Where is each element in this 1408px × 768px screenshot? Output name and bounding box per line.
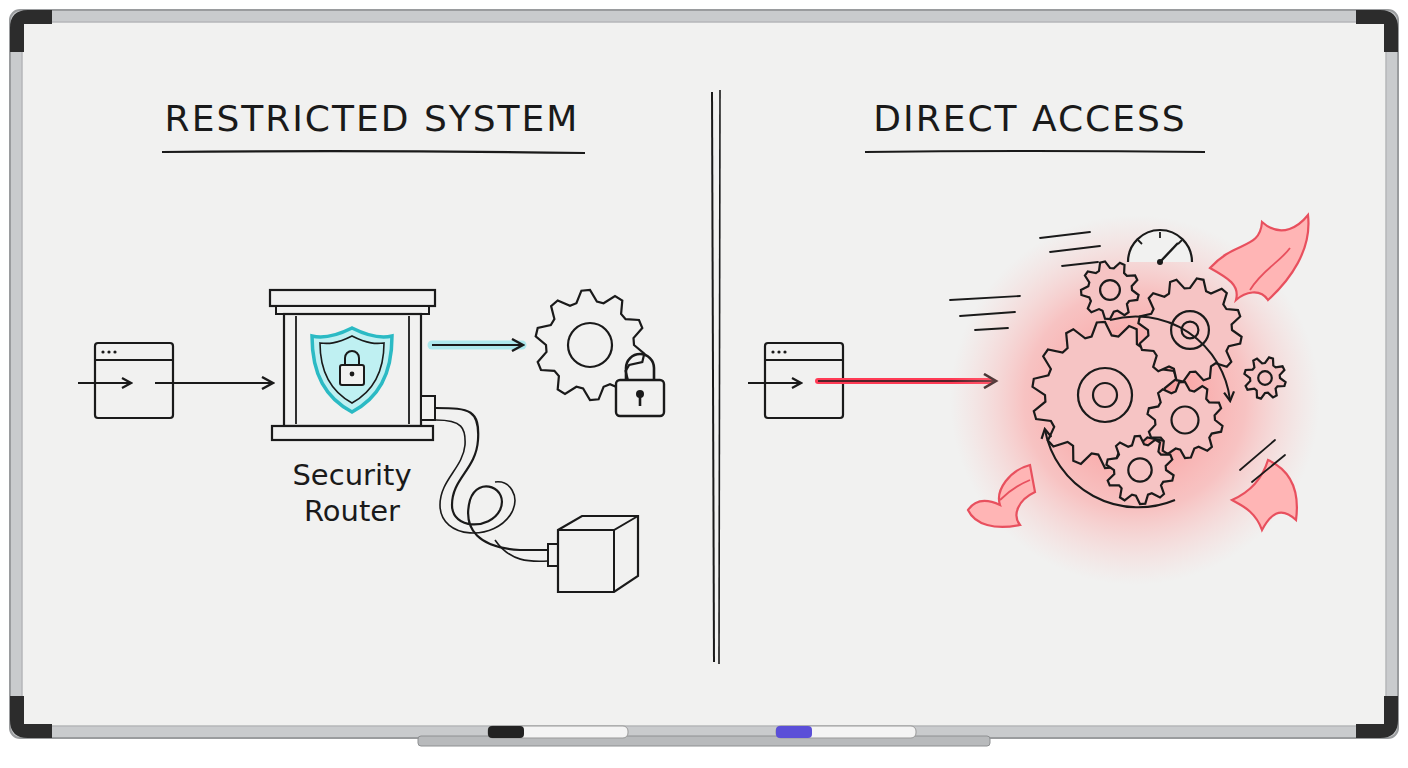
gear [1081,261,1139,319]
gear-hub [1172,407,1199,434]
gear-hub [1093,383,1117,407]
router-label: Security Router [252,457,452,529]
section-heading: RESTRICTED SYSTEM [165,98,580,139]
section-heading: DIRECT ACCESS [873,98,1186,139]
gear [1138,278,1241,381]
gear-hub [1128,458,1151,481]
gear [1244,357,1285,398]
security-router: Security Router [252,285,452,529]
gear-hub [1258,371,1272,385]
gear-hub [1100,280,1120,300]
gear-hub [1078,368,1132,422]
gear [1106,436,1173,504]
